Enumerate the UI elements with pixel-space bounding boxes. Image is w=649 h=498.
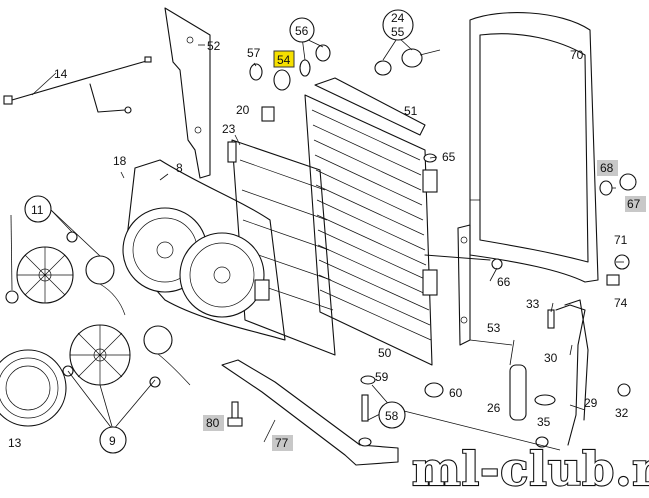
callout-8: 8 <box>176 161 183 175</box>
callout-55: 55 <box>391 25 405 39</box>
callout-26: 26 <box>487 401 501 415</box>
part-8-twin-fan-assembly <box>122 159 286 341</box>
callout-circle-9 <box>99 426 127 454</box>
callout-33: 33 <box>526 297 540 311</box>
callout-51: 51 <box>404 104 418 118</box>
callout-57: 57 <box>247 46 261 60</box>
callout-13: 13 <box>8 436 22 450</box>
callout-74: 74 <box>614 296 628 310</box>
callout-29: 29 <box>584 396 598 410</box>
callout-labels: 8 9 11 13 14 18 20 23 24 55 26 29 30 32 … <box>8 11 641 450</box>
callout-59: 59 <box>375 370 389 384</box>
callout-18: 18 <box>113 154 127 168</box>
callout-80: 80 <box>206 416 220 430</box>
callout-70: 70 <box>570 48 584 62</box>
callout-20: 20 <box>236 103 250 117</box>
callout-68: 68 <box>600 161 614 175</box>
leader-lines <box>10 36 624 451</box>
callout-50: 50 <box>378 346 392 360</box>
callout-30: 30 <box>544 351 558 365</box>
callout-24: 24 <box>391 11 405 25</box>
callout-11: 11 <box>31 203 44 217</box>
callout-54: 54 <box>277 53 291 67</box>
callout-32: 32 <box>615 406 629 420</box>
callout-circle-56 <box>289 17 315 43</box>
part-50-radiator <box>304 94 438 366</box>
highlight-67 <box>625 196 646 212</box>
callout-67: 67 <box>627 197 641 211</box>
part-14-wiring-harness <box>3 56 152 114</box>
callout-circle-58 <box>378 401 406 429</box>
part-52-bracket <box>164 7 211 179</box>
callout-66: 66 <box>497 275 511 289</box>
highlight-80 <box>203 415 224 431</box>
right-fasteners <box>599 173 637 286</box>
callout-77: 77 <box>275 436 289 450</box>
part-80-bolt <box>227 401 243 427</box>
part-13-fan-ring <box>0 349 67 427</box>
callout-14: 14 <box>54 67 68 81</box>
highlight-54 <box>273 50 295 68</box>
callout-53: 53 <box>487 321 501 335</box>
callout-56: 56 <box>295 24 309 38</box>
callout-71: 71 <box>614 233 628 247</box>
hardware-small-parts <box>249 44 441 163</box>
callout-9: 9 <box>109 434 116 448</box>
watermark-text: ml-club.ru <box>412 442 649 496</box>
callout-35: 35 <box>537 415 551 429</box>
receiver-drier-and-lines <box>509 299 631 448</box>
highlight-boxes <box>203 50 646 451</box>
callout-circle-11 <box>24 195 52 223</box>
callout-60: 60 <box>449 386 463 400</box>
callout-52: 52 <box>207 39 221 53</box>
part-77-lower-bracket <box>221 359 399 466</box>
part-51-seal-strip <box>314 77 426 136</box>
callout-65: 65 <box>442 150 456 164</box>
hardware-58-59-60 <box>358 375 444 447</box>
highlight-77 <box>272 435 293 451</box>
highlight-68 <box>597 160 618 176</box>
callout-circle-24-55 <box>382 9 414 41</box>
part-9-fan-lower <box>62 324 191 388</box>
callout-58: 58 <box>385 409 399 423</box>
part-11-fan-upper <box>5 231 126 316</box>
callout-23: 23 <box>222 122 236 136</box>
callout-circles <box>24 9 414 454</box>
